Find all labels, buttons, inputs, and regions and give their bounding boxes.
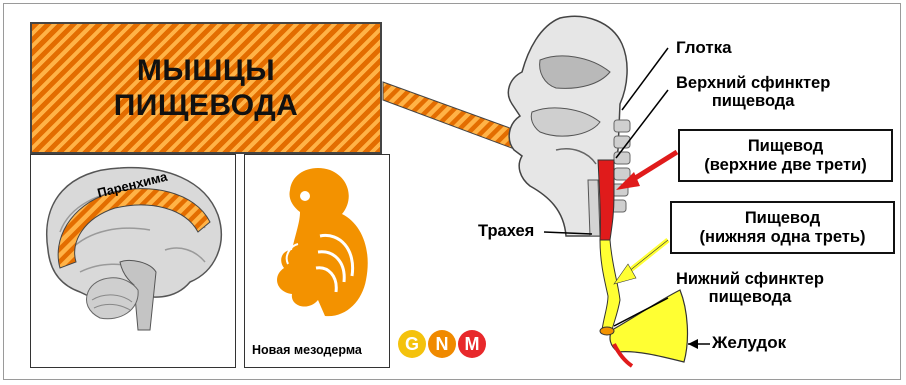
esophagus-lower-box: Пищевод (нижняя одна треть) <box>670 201 895 254</box>
esophagus-upper-box: Пищевод (верхние две трети) <box>678 129 893 182</box>
stomach-label: Желудок <box>712 333 786 352</box>
embryo-illustration <box>277 168 368 316</box>
new-mesoderm-label: Новая мезодерма <box>252 343 362 357</box>
logo-g: G <box>398 330 426 358</box>
esophagus-lower-line-1: Пищевод <box>745 209 820 228</box>
lower-sphincter-line-2: пищевода <box>676 288 824 306</box>
lower-sphincter-ring <box>600 327 614 335</box>
upper-sphincter-label: Верхний сфинктер пищевода <box>676 74 830 111</box>
esophagus-upper <box>598 160 614 240</box>
logo-m: M <box>458 330 486 358</box>
trachea-label: Трахея <box>478 222 534 240</box>
esophagus-upper-line-1: Пищевод <box>748 137 823 156</box>
upper-sphincter-line-2: пищевода <box>676 92 830 110</box>
arrow-lower <box>614 240 668 284</box>
pharynx-label: Глотка <box>676 38 732 57</box>
esophagus-lower <box>600 240 620 330</box>
esophagus-upper-line-2: (верхние две трети) <box>704 156 867 175</box>
lower-sphincter-label: Нижний сфинктер пищевода <box>676 270 824 307</box>
lower-sphincter-line-1: Нижний сфинктер <box>676 270 824 288</box>
upper-sphincter-line-1: Верхний сфинктер <box>676 74 830 92</box>
logo-n: N <box>428 330 456 358</box>
esophagus-lower-line-2: (нижняя одна треть) <box>699 228 865 247</box>
